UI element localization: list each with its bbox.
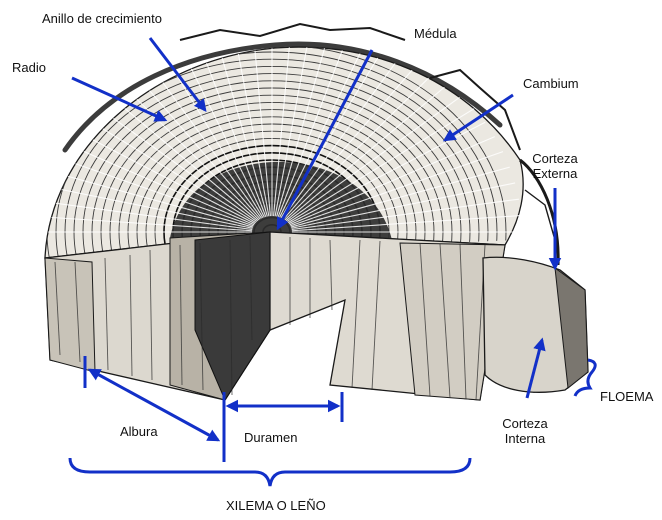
label-radio: Radio [12, 60, 46, 75]
brace-floema [575, 360, 595, 396]
label-albura: Albura [120, 424, 158, 439]
label-corteza-externa-line2: Externa [533, 166, 578, 181]
label-corteza-interna-line2: Interna [505, 431, 545, 446]
arrow-cambium [445, 95, 513, 140]
label-corteza-externa: Corteza Externa [524, 151, 586, 181]
label-corteza-interna: Corteza Interna [494, 416, 556, 446]
arrow-medula [278, 50, 372, 228]
label-medula: Médula [414, 26, 457, 41]
label-duramen: Duramen [244, 430, 297, 445]
label-corteza-interna-line1: Corteza [502, 416, 548, 431]
arrow-corteza-interna [527, 340, 542, 398]
label-anillo: Anillo de crecimiento [42, 11, 162, 26]
arrow-radio [72, 78, 165, 120]
arrow-anillo [150, 38, 205, 110]
brace-xilema [70, 458, 470, 486]
label-floema: FLOEMA [600, 389, 653, 404]
label-xilema: XILEMA O LEÑO [226, 498, 326, 513]
label-corteza-externa-line1: Corteza [532, 151, 578, 166]
label-cambium: Cambium [523, 76, 579, 91]
